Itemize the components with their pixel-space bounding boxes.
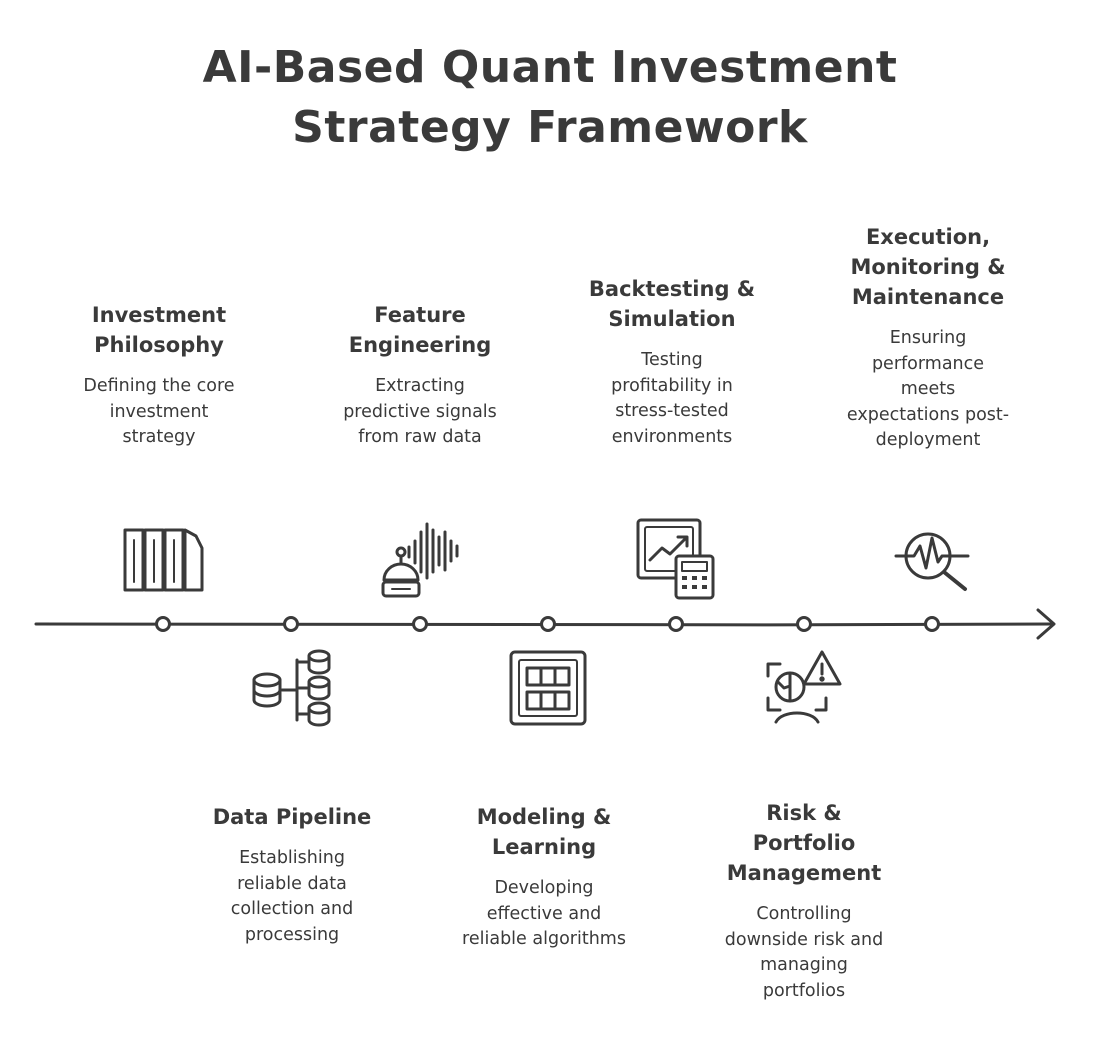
- grid-panel-icon: [509, 650, 587, 726]
- title-line-1: AI-Based Quant Investment: [202, 42, 898, 93]
- database-stack-icon: [252, 649, 331, 727]
- timeline-node: [155, 616, 171, 632]
- title-line-2: Strategy Framework: [292, 102, 808, 153]
- stage-title: Data Pipeline: [212, 805, 372, 829]
- stage-risk-portfolio: Risk & Portfolio Management Controlling …: [684, 798, 924, 1004]
- library-columns-icon: [123, 528, 204, 592]
- stage-backtesting-simulation: Backtesting & Simulation Testing profita…: [552, 274, 792, 450]
- stage-title: Feature Engineering: [348, 303, 492, 357]
- timeline-node: [796, 616, 812, 632]
- magnifier-pulse-icon: [894, 532, 970, 591]
- stage-title: Backtesting & Simulation: [588, 277, 756, 331]
- stage-title: Modeling & Learning: [476, 805, 612, 859]
- stage-description: Establishing reliable data collection an…: [230, 848, 354, 945]
- stage-description: Testing profitability in stress-tested e…: [611, 350, 733, 447]
- stage-investment-philosophy: Investment Philosophy Defining the core …: [39, 300, 279, 451]
- timeline-node: [668, 616, 684, 632]
- globe-warning-icon: [766, 650, 842, 724]
- timeline-node: [540, 616, 556, 632]
- stage-description: Controlling downside risk and managing p…: [724, 904, 884, 1001]
- chart-calculator-icon: [636, 518, 715, 600]
- stage-description: Defining the core investment strategy: [83, 376, 235, 447]
- timeline-arrowhead: [1036, 608, 1056, 640]
- timeline-node: [283, 616, 299, 632]
- page-title: AI-Based Quant Investment Strategy Frame…: [0, 38, 1100, 158]
- stage-data-pipeline: Data Pipeline Establishing reliable data…: [172, 802, 412, 948]
- stage-description: Developing effective and reliable algori…: [462, 878, 626, 949]
- robot-soundwave-icon: [381, 522, 459, 598]
- timeline-node: [924, 616, 940, 632]
- stage-description: Extracting predictive signals from raw d…: [343, 376, 497, 447]
- stage-title: Investment Philosophy: [91, 303, 227, 357]
- timeline-node: [412, 616, 428, 632]
- stage-title: Execution, Monitoring & Maintenance: [850, 225, 1006, 309]
- stage-modeling-learning: Modeling & Learning Developing effective…: [424, 802, 664, 953]
- stage-title: Risk & Portfolio Management: [726, 801, 882, 885]
- stage-description: Ensuring performance meets expectations …: [846, 328, 1010, 450]
- stage-feature-engineering: Feature Engineering Extracting predictiv…: [300, 300, 540, 451]
- stage-execution-monitoring: Execution, Monitoring & Maintenance Ensu…: [808, 222, 1048, 454]
